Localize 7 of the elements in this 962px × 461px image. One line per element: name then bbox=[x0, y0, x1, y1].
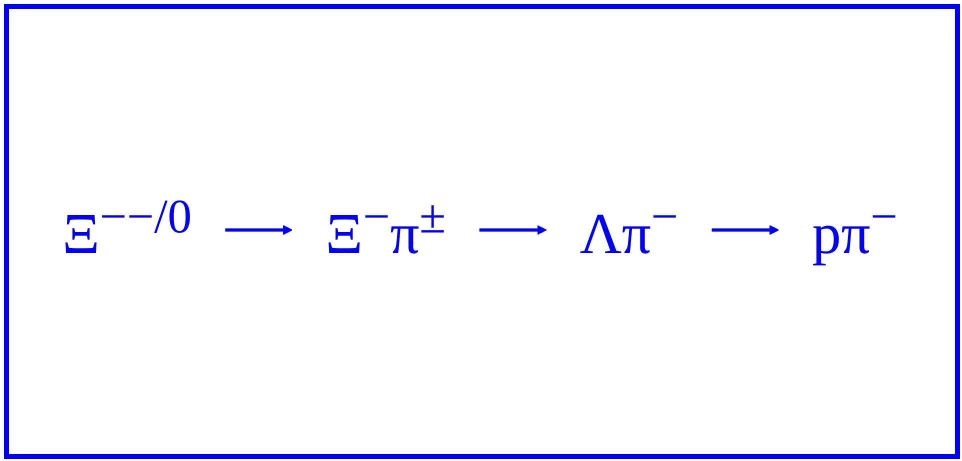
node-text: Ξ$^{−}$π$^{±}$ bbox=[326, 190, 446, 266]
arrow bbox=[710, 225, 780, 235]
node-text: Ξ$^{−−/0}$ bbox=[62, 190, 192, 266]
node-text: pπ$^{−}$ bbox=[812, 190, 898, 266]
arrow bbox=[478, 225, 547, 235]
arrow bbox=[224, 225, 293, 235]
node-text: Λπ$^{−}$ bbox=[580, 190, 678, 266]
